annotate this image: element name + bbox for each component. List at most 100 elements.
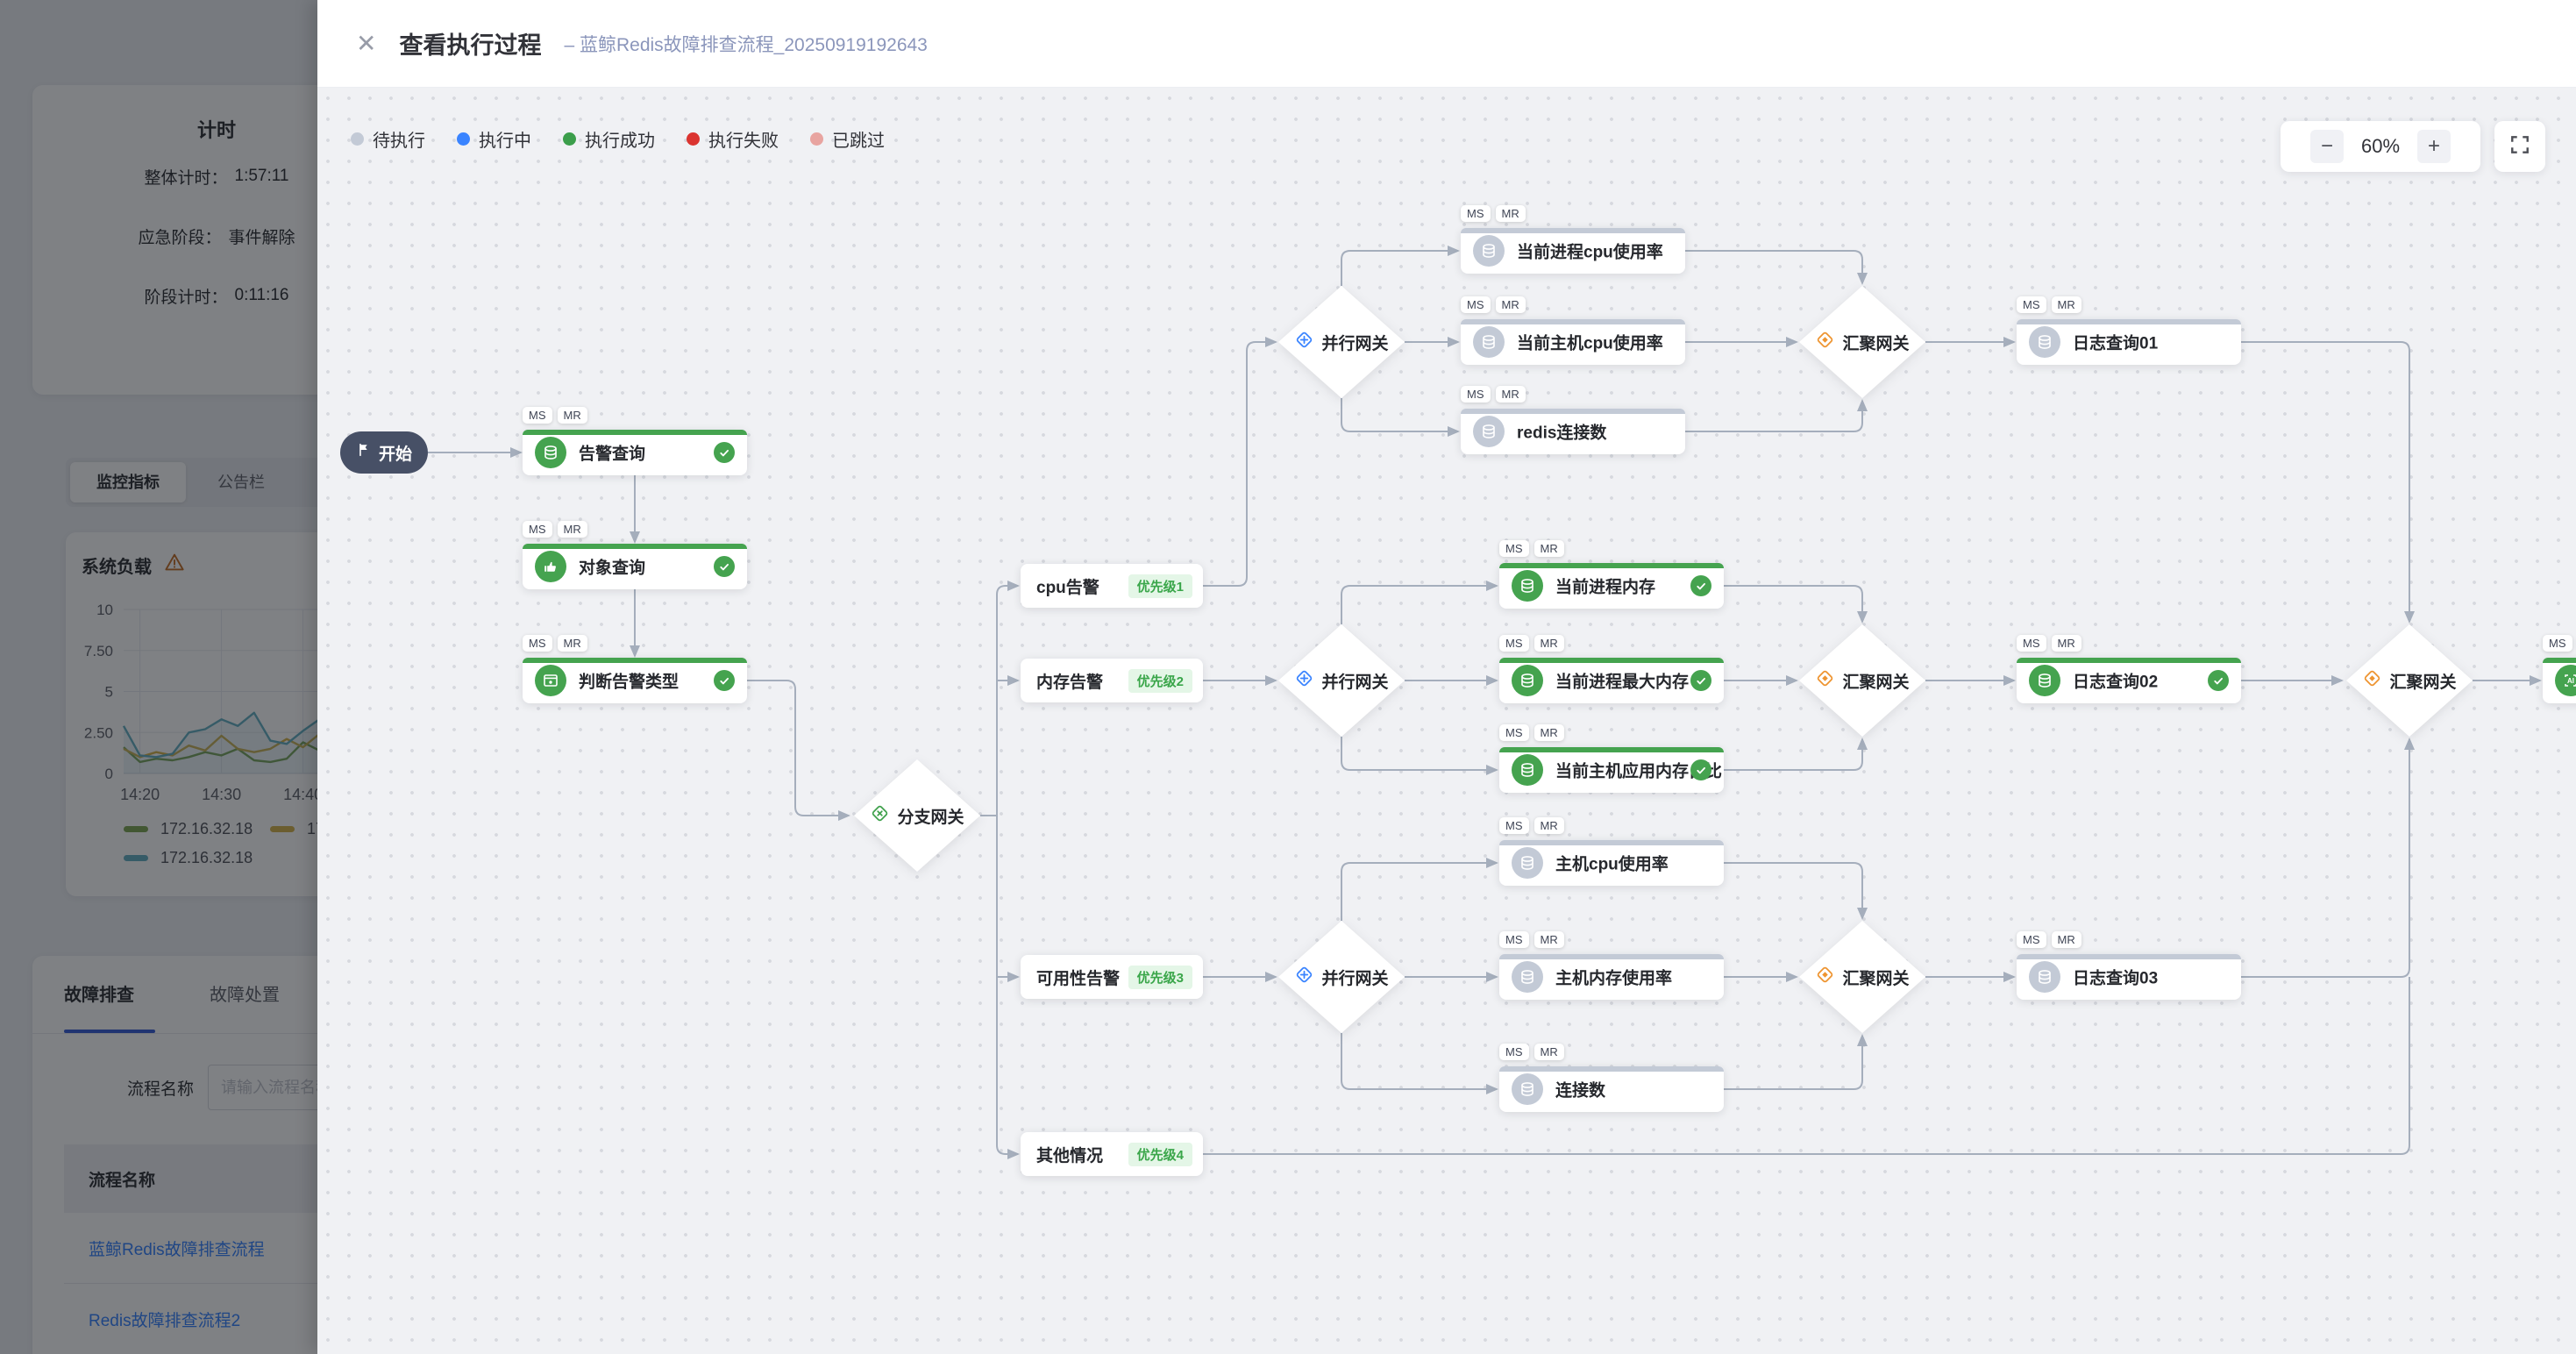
status-dot	[810, 132, 823, 146]
success-check-icon	[1690, 759, 1711, 780]
flow-node-judge-alarm-type[interactable]: 判断告警类型	[523, 658, 747, 703]
gateway-label: 汇聚网关	[1799, 921, 1925, 1033]
flow-node-cur-host-cpu[interactable]: 当前主机cpu使用率	[1461, 319, 1685, 365]
gateway-text: 并行网关	[1321, 673, 1389, 692]
tag-ms: MS	[2543, 635, 2572, 652]
tag-ms: MS	[1461, 386, 1491, 403]
flow-node-redis-conn[interactable]: redis连接数	[1461, 409, 1685, 454]
flow-node-log-query-03[interactable]: 日志查询03	[2017, 954, 2241, 1000]
flow-node-alarm-query[interactable]: 告警查询	[523, 430, 747, 475]
gateway-label: 并行网关	[1278, 286, 1405, 398]
tag-ms: MS	[1499, 724, 1529, 741]
flow-node-host-cpu[interactable]: 主机cpu使用率	[1499, 840, 1724, 886]
zoom-in-button[interactable]: +	[2417, 130, 2451, 163]
converge-gateway-icon	[1815, 668, 1835, 694]
gateway-text: 分支网关	[897, 808, 964, 827]
node-label: 主机cpu使用率	[1555, 855, 1669, 874]
legend-item: 执行成功	[563, 126, 655, 152]
tag-ms: MS	[1499, 540, 1529, 557]
parallel-gateway-icon	[1294, 668, 1314, 694]
sidebar: 计时 整体计时：1:57:11应急阶段：事件解除阶段计时：0:11:16 监控指…	[0, 0, 317, 1354]
diamond-shape	[2346, 624, 2473, 737]
success-check-icon	[714, 556, 735, 577]
status-bar	[523, 658, 747, 663]
flow-node-cur-host-app-mem[interactable]: 当前主机应用内存占比	[1499, 747, 1724, 793]
tag-ms: MS	[1499, 817, 1529, 834]
flow-node-log-query-02[interactable]: 日志查询02	[2017, 658, 2241, 703]
legend-item: 待执行	[351, 126, 425, 152]
condition-node-other-case[interactable]: 其他情况优先级4	[1021, 1132, 1203, 1176]
gateway-label: 并行网关	[1278, 624, 1405, 737]
zoom-toolbar: − 60% +	[2281, 121, 2545, 172]
parallel-gateway-icon	[1294, 330, 1314, 355]
gateway-parallel-gateway-1: 并行网关	[1278, 286, 1405, 398]
legend-label: 执行成功	[585, 132, 655, 151]
condition-label: cpu告警	[1036, 578, 1099, 597]
tag-mr: MR	[1534, 817, 1564, 834]
condition-node-mem-alarm[interactable]: 内存告警 优先级2	[1021, 659, 1203, 702]
flow-node-conn-count[interactable]: 连接数	[1499, 1066, 1724, 1112]
gateway-converge-gateway-1: 汇聚网关	[1799, 286, 1925, 398]
gateway-parallel-gateway-3: 并行网关	[1278, 921, 1405, 1033]
close-icon[interactable]: ✕	[356, 29, 377, 57]
converge-gateway-icon	[1815, 965, 1835, 990]
condition-node-avail-alarm[interactable]: 可用性告警优先级3	[1021, 955, 1203, 999]
condition-label: 其他情况	[1036, 1146, 1104, 1165]
node-label: 当前进程最大内存	[1555, 673, 1690, 692]
status-bar	[523, 544, 747, 549]
flow-node-cur-proc-cpu[interactable]: 当前进程cpu使用率	[1461, 228, 1685, 274]
status-bar	[1499, 1066, 1724, 1072]
tag-mr: MR	[2051, 635, 2081, 652]
flow-node-cur-proc-max-mem[interactable]: 当前进程最大内存	[1499, 658, 1724, 703]
legend-label: 执行失败	[708, 132, 779, 151]
zoom-out-button[interactable]: −	[2309, 130, 2344, 163]
svg-text:AI: AI	[2567, 677, 2574, 685]
converge-gateway-icon	[2362, 668, 2382, 694]
node-label: 判断告警类型	[579, 673, 680, 692]
gateway-text: 汇聚网关	[1842, 673, 1910, 692]
flow-node-host-mem[interactable]: 主机内存使用率	[1499, 954, 1724, 1000]
database-icon	[1512, 1073, 1543, 1105]
tag-mr: MR	[1534, 1044, 1564, 1060]
flow-node-ai-node[interactable]: AI	[2543, 658, 2576, 703]
tag-ms: MS	[523, 521, 552, 538]
condition-node-cpu-alarm[interactable]: cpu告警优先级1	[1021, 564, 1203, 608]
success-check-icon	[1690, 670, 1711, 691]
priority-badge: 优先级2	[1128, 668, 1192, 693]
tag-mr: MR	[1534, 635, 1564, 652]
flow-node-object-query[interactable]: 对象查询	[523, 544, 747, 589]
execution-modal: ✕ 查看执行过程 – 蓝鲸Redis故障排查流程_20250919192643 …	[317, 0, 2576, 1354]
diamond-shape	[854, 759, 980, 872]
condition-label: 内存告警	[1036, 673, 1104, 692]
database-icon	[1512, 847, 1543, 879]
diamond-shape	[1799, 624, 1925, 737]
node-label: 告警查询	[579, 445, 646, 464]
node-label: 对象查询	[579, 559, 646, 578]
fullscreen-button[interactable]	[2494, 121, 2545, 172]
flow-edges	[428, 246, 2542, 1159]
status-bar	[1461, 319, 1685, 324]
status-dot	[457, 132, 470, 146]
gateway-label: 并行网关	[1278, 921, 1405, 1033]
gateway-text: 并行网关	[1321, 334, 1389, 353]
gateway-text: 汇聚网关	[2389, 673, 2457, 692]
zoom-control: − 60% +	[2281, 121, 2480, 172]
status-legend: 待执行执行中执行成功执行失败已跳过	[351, 126, 885, 152]
tag-ms: MS	[2017, 635, 2046, 652]
tag-mr: MR	[1495, 205, 1526, 222]
start-node[interactable]: 开始	[340, 431, 428, 474]
tag-mr: MR	[557, 407, 587, 424]
node-tags: MS MR	[1499, 817, 1564, 834]
flow-node-log-query-01[interactable]: 日志查询01	[2017, 319, 2241, 365]
flow-node-cur-proc-mem[interactable]: 当前进程内存	[1499, 563, 1724, 609]
zoom-level: 60%	[2360, 135, 2401, 157]
